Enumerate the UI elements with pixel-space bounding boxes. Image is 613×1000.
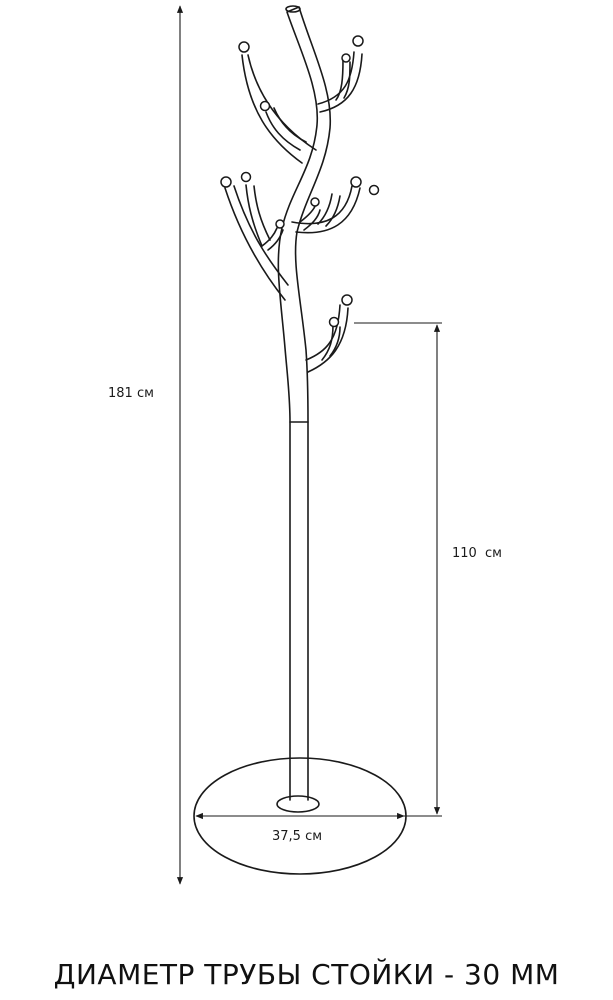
branch-middle-left [224,185,289,301]
hook-cap [350,176,362,188]
branch-upper-left [241,54,317,164]
hook-cap [238,41,250,53]
hook-cap [259,100,271,112]
branch-lower-right-small [321,324,341,361]
total-height-label: 181 см [108,386,154,401]
hook-cap [328,316,340,328]
branch-lower-right [305,304,349,373]
pole-outline [277,6,332,801]
branch-middle-right-small [317,193,341,227]
branch-upper-right-small [335,59,351,101]
hook-cap [275,219,285,229]
branch-upper-right [317,51,363,113]
pipe-diameter-caption: ДИАМЕТР ТРУБЫ СТОЙКИ - 30 ММ [53,958,560,991]
hook-height-label: 110 см [452,546,502,561]
trunk-top-cap [285,5,301,13]
hook-cap [368,184,380,196]
branch-middle-left-small [245,184,271,247]
branch-middle-right-inner [299,203,321,231]
pole-foot [276,795,320,813]
hook-cap [341,53,351,63]
hook-cap [240,171,252,183]
base-diameter-label: 37,5 см [272,829,323,844]
hook-cap [341,294,353,306]
hook-cap [352,35,364,47]
hook-cap [310,197,320,207]
branch-upper-left-small [265,107,307,151]
hook-cap [220,176,232,188]
branch-middle-left-hook [261,227,284,251]
